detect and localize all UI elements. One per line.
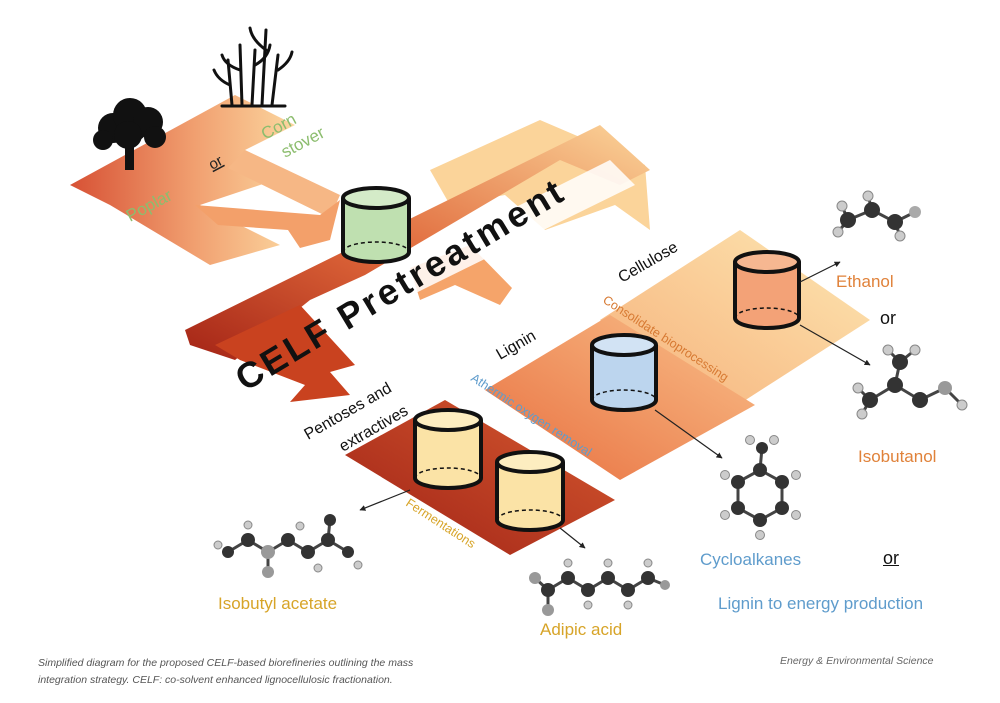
product-connectors xyxy=(359,261,871,549)
corn-stover-icon xyxy=(212,26,294,108)
isobutyl-acetate-molecule-icon xyxy=(213,514,363,578)
source-credit: Energy & Environmental Science xyxy=(780,655,934,667)
cycloalkanes-label: Cycloalkanes xyxy=(700,550,802,569)
caption-line-2: integration strategy. CELF: co-solvent e… xyxy=(38,674,393,686)
lignin-energy-label: Lignin to energy production xyxy=(718,594,924,613)
process-flow-arrows xyxy=(185,120,650,402)
tree-icon xyxy=(93,98,166,170)
vessel-cellulose xyxy=(733,250,801,330)
isobutanol-label: Isobutanol xyxy=(858,447,937,466)
ethanol-molecule-icon xyxy=(832,190,921,242)
figure-caption: Simplified diagram for the proposed CELF… xyxy=(38,655,558,689)
isobutyl-acetate-label: Isobutyl acetate xyxy=(218,594,338,613)
caption-line-1: Simplified diagram for the proposed CELF… xyxy=(38,657,414,669)
cycloalkane-molecule-icon xyxy=(720,435,801,540)
lignin-label: Lignin xyxy=(494,327,539,363)
cellulose-or-label: or xyxy=(880,308,897,328)
feedstock-arrows xyxy=(70,95,340,265)
vessel-pentoses-1 xyxy=(413,408,483,490)
vessel-lignin xyxy=(590,333,658,412)
adipic-acid-molecule-icon xyxy=(529,558,670,616)
adipic-acid-label: Adipic acid xyxy=(540,620,623,639)
isobutanol-molecule-icon xyxy=(852,344,968,420)
vessel-celf xyxy=(341,186,411,264)
lignin-or-label: or xyxy=(883,548,900,568)
vessel-pentoses-2 xyxy=(495,450,565,532)
ethanol-label: Ethanol xyxy=(836,272,894,291)
